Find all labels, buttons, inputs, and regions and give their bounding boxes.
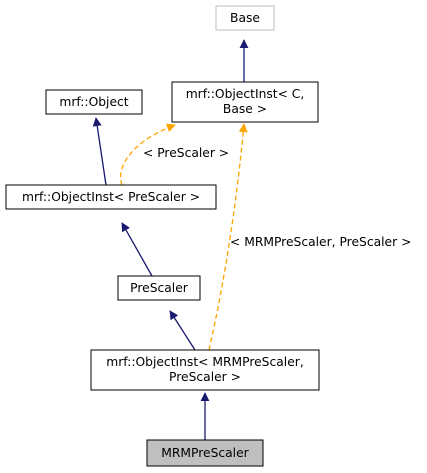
node-mrf-object[interactable]: mrf::Object <box>45 89 143 115</box>
node-prescaler[interactable]: PreScaler <box>117 275 201 301</box>
edge-prescaler-to-objectinst-prescaler <box>121 222 153 277</box>
node-objectinst-c-base[interactable]: mrf::ObjectInst< C, Base > <box>171 81 319 123</box>
node-mrmprescaler[interactable]: MRMPreScaler <box>146 439 264 467</box>
node-mrmprescaler-label: MRMPreScaler <box>161 446 249 460</box>
node-objectinst-mrmprescaler-line1: mrf::ObjectInst< MRMPreScaler, <box>106 355 303 369</box>
edge-template-prescaler <box>120 123 176 186</box>
edges <box>92 39 249 440</box>
node-objectinst-c-base-line1: mrf::ObjectInst< C, <box>186 87 305 101</box>
edge-objectinst-prescaler-to-object <box>92 117 107 186</box>
node-base[interactable]: Base <box>215 5 275 31</box>
node-base-label: Base <box>230 11 260 25</box>
node-prescaler-label: PreScaler <box>130 281 189 295</box>
node-objectinst-c-base-line2: Base > <box>223 102 267 116</box>
node-objectinst-mrmprescaler[interactable]: mrf::ObjectInst< MRMPreScaler, PreScaler… <box>90 349 320 391</box>
node-objectinst-mrmprescaler-line2: PreScaler > <box>169 370 241 384</box>
node-mrf-object-label: mrf::Object <box>59 95 128 109</box>
node-objectinst-prescaler-label: mrf::ObjectInst< PreScaler > <box>22 190 200 204</box>
edge-label-prescaler: < PreScaler > <box>143 146 229 160</box>
edge-label-mrmprescaler: < MRMPreScaler, PreScaler > <box>230 235 411 249</box>
edge-objectinst-mrmprescaler-to-prescaler <box>169 310 196 351</box>
edge-template-mrmprescaler <box>208 123 248 351</box>
node-objectinst-prescaler[interactable]: mrf::ObjectInst< PreScaler > <box>5 184 217 210</box>
